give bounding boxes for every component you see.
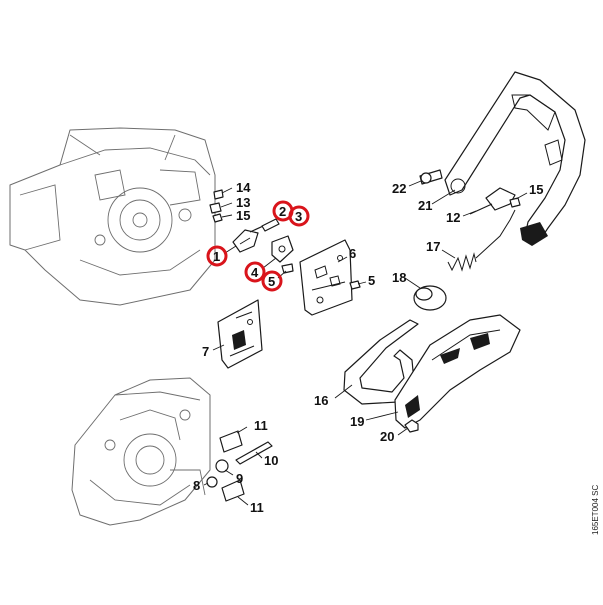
fastener-group-12-15: [462, 187, 528, 217]
callout-7: 7: [202, 344, 209, 359]
brake-band-16: [334, 319, 419, 405]
callout-3: 3: [295, 209, 302, 224]
crankcase-lower-drawing: [71, 377, 211, 526]
highlight-markers: [206, 200, 310, 292]
fastener-group-8-11: [203, 426, 273, 506]
callout-labels: 14 13 15 1 2 3 4 5 6 5 7 11 10 9 8 11 22…: [193, 180, 543, 515]
callout-8: 8: [193, 478, 200, 493]
screw-20: [397, 419, 419, 436]
highlight-circle-5: [261, 270, 283, 292]
drawing-code: 165ET004 SC: [591, 485, 600, 535]
callout-15-right: 15: [529, 182, 543, 197]
callout-14: 14: [236, 180, 251, 195]
highlight-circle-3: [288, 205, 310, 227]
callout-10: 10: [264, 453, 278, 468]
fastener-group-13-15: [209, 187, 233, 223]
callout-13: 13: [236, 195, 250, 210]
callout-9: 9: [236, 471, 243, 486]
bushing-18: [404, 277, 447, 311]
callout-2: 2: [279, 204, 286, 219]
callout-21: 21: [418, 198, 432, 213]
callout-5: 5: [368, 273, 375, 288]
callout-4: 4: [251, 265, 259, 280]
callout-19: 19: [350, 414, 364, 429]
callout-18: 18: [392, 270, 406, 285]
callout-17: 17: [426, 239, 440, 254]
callout-16: 16: [314, 393, 328, 408]
crankcase-upper-drawing: [9, 127, 216, 306]
highlight-circle-1: [206, 245, 228, 267]
callout-20: 20: [380, 429, 394, 444]
spring-17: [441, 209, 516, 272]
side-plate-7: [212, 299, 263, 369]
brake-lever-19: [365, 314, 521, 429]
callout-5-highlighted: 5: [268, 274, 275, 289]
callout-12: 12: [446, 210, 460, 225]
callout-1: 1: [213, 249, 220, 264]
handguard-group-21-22: [408, 71, 586, 246]
callout-6: 6: [349, 246, 356, 261]
oil-pump-group-1-5: [224, 218, 294, 279]
highlight-circle-4: [244, 261, 266, 283]
callout-15-left: 15: [236, 208, 250, 223]
side-plate-6: [299, 239, 367, 316]
callout-11-lower: 11: [250, 500, 264, 515]
callout-22: 22: [392, 181, 406, 196]
callout-11-upper: 11: [254, 418, 268, 433]
